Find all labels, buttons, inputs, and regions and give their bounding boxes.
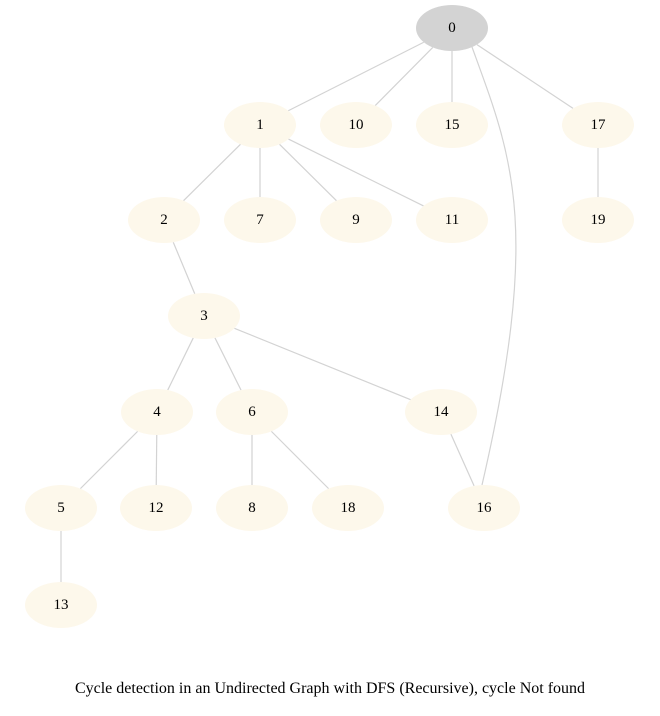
edge-3-14 [234, 327, 411, 401]
node-13-label: 13 [54, 597, 69, 613]
node-7-label: 7 [256, 212, 264, 228]
node-0-label: 0 [448, 20, 456, 36]
node-5-label: 5 [57, 500, 65, 516]
node-10: 10 [320, 102, 392, 148]
node-10-shape [320, 102, 392, 148]
edge-0-10 [374, 47, 434, 106]
node-3: 3 [168, 293, 240, 339]
node-13-shape [25, 582, 97, 628]
node-4-shape [121, 389, 193, 435]
node-19-shape [562, 197, 634, 243]
node-15: 15 [416, 102, 488, 148]
node-1-label: 1 [256, 117, 264, 133]
node-15-label: 15 [445, 117, 460, 133]
node-14-label: 14 [434, 404, 450, 420]
node-9: 9 [320, 197, 392, 243]
node-11-label: 11 [445, 212, 459, 228]
node-14-shape [405, 389, 477, 435]
edge-3-4 [167, 337, 194, 391]
node-4-label: 4 [153, 404, 161, 420]
edge-4-12 [155, 434, 158, 486]
node-16: 16 [448, 485, 520, 531]
node-16-shape [448, 485, 520, 531]
nodes-layer: 0 1 10 15 17 2 7 9 11 19 3 4 6 14 5 12 8 18 16 13 [25, 5, 634, 628]
edge-1-11 [288, 138, 424, 207]
node-1: 1 [224, 102, 296, 148]
graph-caption: Cycle detection in an Undirected Graph w… [74, 680, 586, 697]
node-14: 14 [405, 389, 477, 435]
node-7-shape [224, 197, 296, 243]
node-5-shape [25, 485, 97, 531]
node-17: 17 [562, 102, 634, 148]
graph-diagram: 0 1 10 15 17 2 7 9 11 19 3 4 6 14 5 12 8 18 16 13 [25, 5, 634, 628]
edge-0-1 [287, 41, 425, 112]
node-3-shape [168, 293, 240, 339]
node-2: 2 [128, 197, 200, 243]
node-16-label: 16 [477, 500, 493, 516]
node-13: 13 [25, 582, 97, 628]
node-19-label: 19 [591, 212, 606, 228]
edge-6-18 [270, 430, 330, 490]
node-17-shape [562, 102, 634, 148]
edge-1-9 [279, 143, 337, 202]
node-12-label: 12 [149, 500, 164, 516]
node-18-shape [312, 485, 384, 531]
edge-3-6 [214, 337, 242, 391]
node-18: 18 [312, 485, 384, 531]
node-2-label: 2 [160, 212, 168, 228]
node-3-label: 3 [200, 308, 208, 324]
node-19: 19 [562, 197, 634, 243]
node-18-label: 18 [341, 500, 356, 516]
node-8-label: 8 [248, 500, 256, 516]
node-4: 4 [121, 389, 193, 435]
node-2-shape [128, 197, 200, 243]
node-11: 11 [416, 197, 488, 243]
node-0-shape [416, 5, 488, 51]
node-1-shape [224, 102, 296, 148]
node-7: 7 [224, 197, 296, 243]
node-6-shape [216, 389, 288, 435]
node-10-label: 10 [349, 117, 364, 133]
edge-4-5 [79, 430, 139, 490]
edge-2-3 [172, 241, 196, 295]
node-8-shape [216, 485, 288, 531]
node-6: 6 [216, 389, 288, 435]
node-5: 5 [25, 485, 97, 531]
node-9-shape [320, 197, 392, 243]
node-11-shape [416, 197, 488, 243]
node-8: 8 [216, 485, 288, 531]
node-15-shape [416, 102, 488, 148]
edge-0-17 [476, 44, 574, 109]
node-17-label: 17 [591, 117, 607, 133]
edges-layer [60, 41, 599, 582]
node-12: 12 [120, 485, 192, 531]
node-0: 0 [416, 5, 488, 51]
edge-0-16 [471, 46, 517, 486]
edge-14-16 [450, 433, 475, 487]
node-6-label: 6 [248, 404, 256, 420]
node-12-shape [120, 485, 192, 531]
edge-1-2 [183, 143, 241, 202]
node-9-label: 9 [352, 212, 360, 228]
